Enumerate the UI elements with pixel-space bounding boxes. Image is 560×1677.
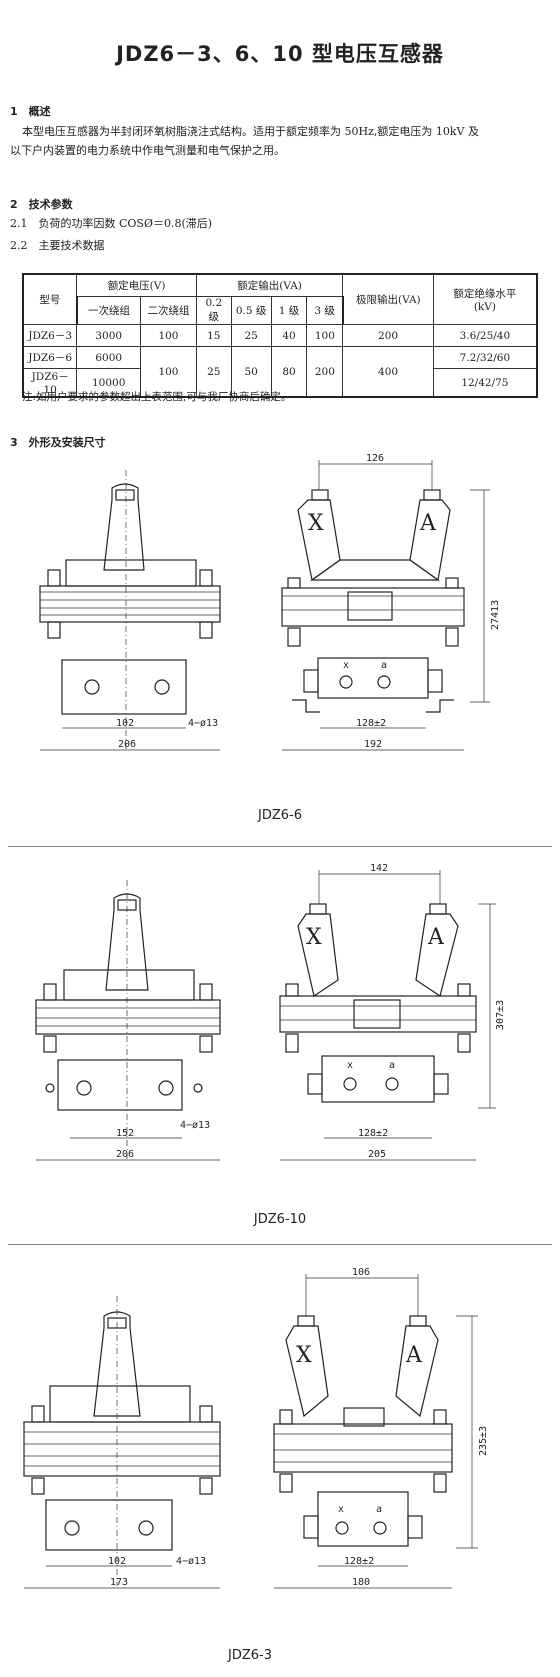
main-data-line: 2.2 主要技术数据 (10, 239, 105, 252)
cell-c3: 100 (306, 324, 344, 347)
cell-c05: 25 (230, 324, 272, 347)
cell-insul: 12/42/75 (432, 368, 538, 398)
dim-width-left-label: 173 (110, 1577, 128, 1588)
dim-top-label: 126 (366, 453, 384, 464)
hole-note-label: 4−ø13 (188, 718, 218, 729)
drawing-jdz6-10: 152 4−ø13 206 142 X A x a 307±3 128±2 20… (35, 863, 506, 1161)
terminal-a-small: a (389, 1060, 395, 1071)
power-factor-line: 2.1 负荷的功率因数 COSØ＝0.8(滞后) (10, 217, 213, 230)
hole-note-label: 4−ø13 (176, 1556, 206, 1567)
front-view: 102 4−ø13 173 (23, 1296, 221, 1589)
terminal-a-small: a (376, 1504, 382, 1515)
th-class-05: 0.5 级 (230, 296, 272, 325)
side-view: 142 X A x a 307±3 128±2 205 (279, 863, 506, 1161)
th-model: 型号 (22, 273, 78, 325)
th-rated-output: 额定输出(VA) (195, 273, 344, 297)
dim-mount-label: 128±2 (344, 1556, 374, 1567)
terminal-a-label: A (405, 1343, 423, 1368)
table-row: JDZ6－3 3000 100 15 25 40 100 200 3.6/25/… (22, 324, 538, 347)
front-view: 152 4−ø13 206 (35, 880, 221, 1161)
cell-model: JDZ6－3 (22, 324, 78, 347)
dim-mount-label: 128±2 (356, 718, 386, 729)
terminal-a-label: A (427, 925, 445, 950)
cell-limit: 400 (342, 346, 434, 398)
dim-width-right-label: 192 (364, 739, 382, 750)
cell-primary: 10000 (76, 368, 142, 398)
side-view: 106 X A x a 235±3 128±2 180 (273, 1267, 489, 1589)
overview-line-1: 本型电压互感器为半封闭环氧树脂浇注式结构。适用于额定频率为 50Hz,额定电压为… (22, 125, 479, 138)
th-secondary: 二次绕组 (140, 296, 197, 325)
cell-primary: 3000 (76, 324, 142, 347)
th-class-3: 3 级 (306, 296, 344, 325)
cell-secondary: 100 (140, 324, 197, 347)
cell-secondary: 100 (140, 346, 197, 398)
table-note: 注:如用户要求的参数超出上表范围,可与我厂协商后确定。 (22, 391, 292, 403)
th-primary: 一次绕组 (75, 296, 142, 325)
divider (8, 846, 552, 847)
dim-width-left-label: 206 (116, 1149, 134, 1160)
drawing-jdz6-6: 102 4−ø13 206 126 X A x a 27413 128±2 19… (39, 453, 501, 751)
cell-insul: 7.2/32/60 (432, 346, 538, 369)
front-view: 102 4−ø13 206 (39, 470, 221, 751)
th-class-1: 1 级 (270, 296, 308, 325)
cell-limit: 200 (342, 324, 434, 347)
dim-holes-label: 102 (108, 1556, 126, 1567)
dim-mount-label: 128±2 (358, 1128, 388, 1139)
hole-note-label: 4−ø13 (180, 1120, 210, 1131)
drawing-caption: JDZ6-10 (253, 1212, 307, 1227)
cell-c05: 50 (230, 346, 272, 398)
table-row: JDZ6－10 10000 12/42/75 (22, 368, 538, 398)
dim-height-label: 235±3 (478, 1426, 489, 1456)
cell-c1: 80 (270, 346, 308, 398)
th-class-02: 0.2 级 (195, 296, 232, 325)
section-3-heading: 3 外形及安装尺寸 (10, 436, 106, 449)
cell-c3: 200 (306, 346, 344, 398)
terminal-x-label: X (296, 1343, 312, 1368)
cell-primary: 6000 (76, 346, 142, 369)
drawing-caption: JDZ6-3 (228, 1648, 272, 1663)
section-1-heading: 1 概述 (10, 105, 51, 118)
th-limit-output: 极限输出(VA) (342, 273, 434, 325)
dim-top-label: 106 (352, 1267, 370, 1278)
terminal-a-small: a (381, 660, 387, 671)
dim-width-right-label: 180 (352, 1577, 370, 1588)
terminal-x-small: x (343, 660, 349, 671)
dim-height-label: 27413 (490, 600, 501, 630)
section-2-heading: 2 技术参数 (10, 198, 73, 211)
cell-model: JDZ6－6 (22, 346, 78, 369)
cell-c1: 40 (270, 324, 308, 347)
dim-width-left-label: 206 (118, 739, 136, 750)
table-row: JDZ6－6 6000 100 25 50 80 200 400 7.2/32/… (22, 346, 538, 398)
cell-c02: 25 (195, 346, 232, 398)
dim-top-label: 142 (370, 863, 388, 874)
drawing-caption: JDZ6-6 (258, 808, 302, 823)
terminal-a-label: A (419, 511, 437, 536)
th-insulation: 额定绝缘水平(kV) (432, 273, 538, 325)
terminal-x-small: x (338, 1504, 344, 1515)
dim-holes-label: 102 (116, 718, 134, 729)
dim-holes-label: 152 (116, 1128, 134, 1139)
drawing-jdz6-3: 102 4−ø13 173 106 X A x a 235±3 128±2 18… (23, 1267, 489, 1589)
cell-c02: 15 (195, 324, 232, 347)
page-title: JDZ6－3、6、10 型电压互感器 (116, 42, 444, 66)
dim-height-label: 307±3 (495, 1000, 506, 1030)
terminal-x-label: X (306, 925, 322, 950)
dim-width-right-label: 205 (368, 1149, 386, 1160)
spec-table: 型号 额定电压(V) 额定输出(VA) 极限输出(VA) 额定绝缘水平(kV) … (22, 273, 538, 398)
th-rated-voltage: 额定电压(V) (76, 273, 197, 297)
overview-line-2: 以下户内装置的电力系统中作电气测量和电气保护之用。 (10, 144, 285, 157)
cell-insul: 3.6/25/40 (432, 324, 538, 347)
side-view: 126 X A x a 27413 128±2 192 (281, 453, 501, 751)
divider (8, 1244, 552, 1245)
terminal-x-label: X (308, 511, 324, 536)
terminal-x-small: x (347, 1060, 353, 1071)
